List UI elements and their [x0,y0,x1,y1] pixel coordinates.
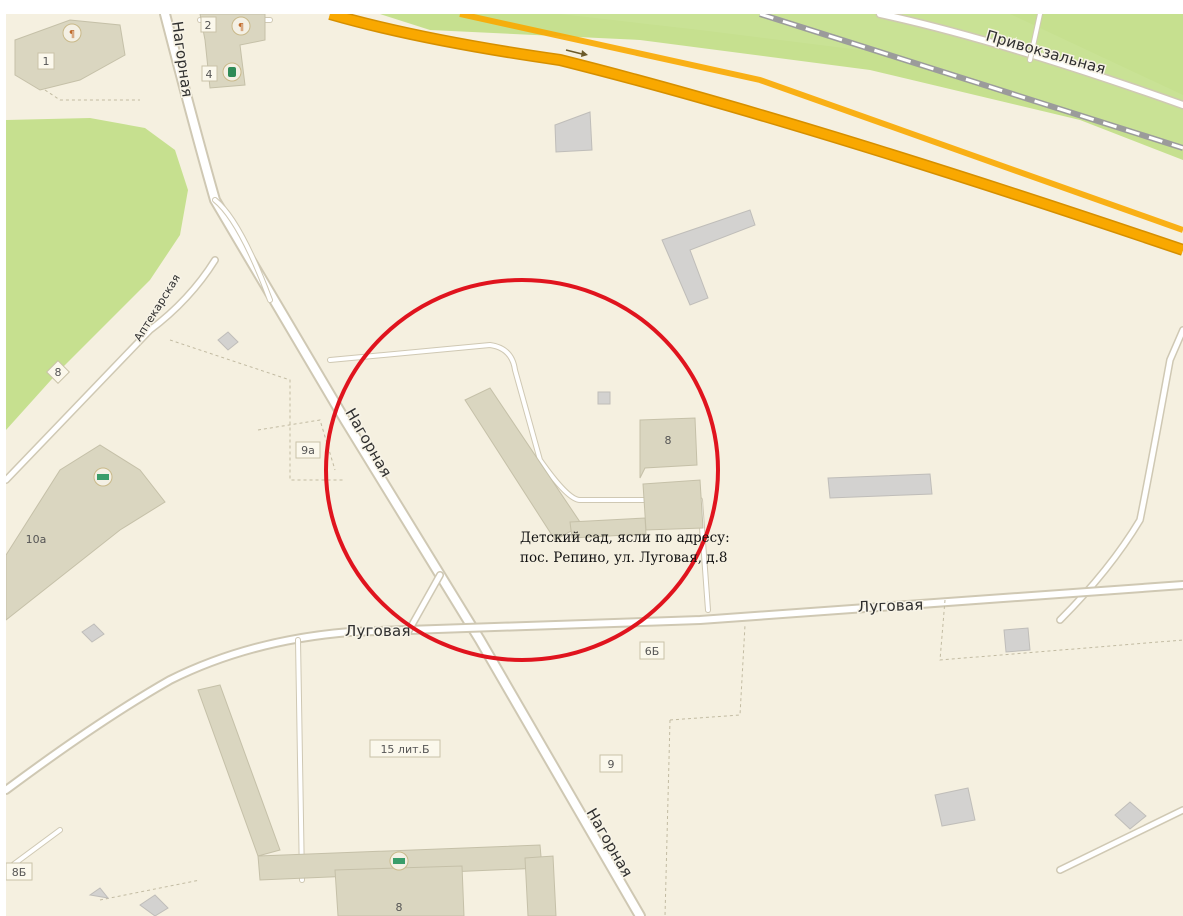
svg-text:9а: 9а [301,444,315,457]
building [334,865,465,916]
building [597,391,611,405]
park-area-west [6,118,188,430]
house-number-label: 2 [200,16,217,33]
house-number-label: 8Б [6,862,33,881]
house-number-label: 8 [396,901,403,914]
svg-text:1: 1 [43,55,50,68]
pharmacy-icon[interactable] [222,62,242,82]
house-number-label: 9 [599,754,623,773]
restaurant-icon[interactable]: ¶ [231,16,251,36]
svg-text:15 лит.Б: 15 лит.Б [380,743,429,756]
park-area-north-rail [560,14,1183,150]
house-number-label: 8 [45,359,71,385]
building [1003,627,1031,653]
map-background [6,14,1183,916]
map-canvas[interactable]: ¶ ¶ 1 2 4 8 9а 10а 8 6Б [6,14,1183,916]
building [217,331,239,351]
house-number-label: 10а [26,533,47,546]
annotation-circle [324,278,720,662]
svg-text:8: 8 [55,366,62,379]
svg-text:¶: ¶ [238,22,244,33]
building [88,887,110,899]
building [1114,801,1147,830]
svg-text:8: 8 [665,434,672,447]
building [81,623,105,643]
building [661,209,756,306]
building [569,517,647,539]
building [6,444,166,621]
svg-text:¶: ¶ [69,29,75,40]
street-label-lugovaya: Луговая [858,596,924,616]
svg-text:8: 8 [396,901,403,914]
svg-text:8Б: 8Б [12,866,27,879]
railway-line [759,14,1183,151]
building [827,473,933,499]
hotel-icon[interactable] [389,851,409,871]
svg-text:9: 9 [608,758,615,771]
house-number-label: 15 лит.Б [369,739,441,758]
hotel-icon[interactable] [93,467,113,487]
annotation-label: Детский сад, ясли по адресу: пос. Репино… [520,530,730,566]
street-label-lugovaya: Луговая [345,622,411,640]
house-number-label: 4 [201,65,218,82]
restaurant-icon[interactable]: ¶ [62,23,82,43]
svg-text:10а: 10а [26,533,47,546]
building [524,855,557,916]
building [14,19,126,91]
svg-text:4: 4 [206,68,213,81]
building [642,479,704,531]
svg-text:2: 2 [205,19,212,32]
building [139,894,169,916]
building [639,417,698,479]
building [554,111,593,153]
house-number-label: 1 [37,52,55,70]
highway [328,14,1183,256]
house-number-label: 9а [295,441,321,459]
house-number-label: 6Б [639,641,665,660]
one-way-arrow-icon [565,49,588,57]
svg-text:6Б: 6Б [645,645,660,658]
building [197,684,281,857]
building [934,787,976,827]
house-number-label: 8 [665,434,672,447]
